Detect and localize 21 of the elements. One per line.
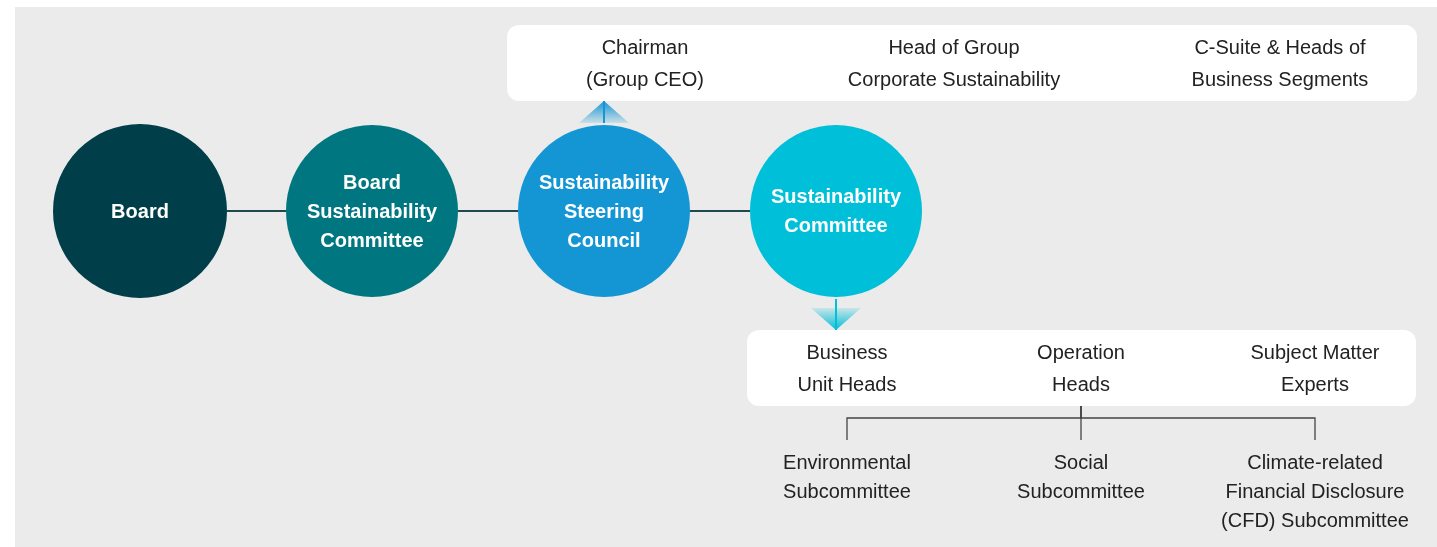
subcommittee-label: Environmental Subcommittee: [747, 448, 947, 506]
circle-label: Board Sustainability Committee: [306, 169, 438, 253]
connector-line: [689, 210, 751, 212]
connector-line: [457, 210, 519, 212]
circle-label: Sustainability Steering Council: [538, 169, 670, 253]
members-panel: [507, 25, 1417, 101]
circle-label: Board: [111, 198, 169, 224]
pointer-arrow: [811, 298, 861, 331]
pointer-arrow: [579, 100, 629, 124]
member-label: C-Suite & Heads of Business Segments: [1190, 35, 1370, 92]
member-label: Business Unit Heads: [796, 340, 898, 397]
subcommittee-label: Climate-related Financial Disclosure (CFD) Subcommittee: [1215, 448, 1415, 535]
bracket-connector: [1080, 405, 1316, 441]
circle-label: Sustainability Committee: [770, 184, 902, 238]
member-label: Operation Heads: [1036, 340, 1126, 397]
members-panel: [747, 330, 1416, 406]
member-label: Head of Group Corporate Sustainability: [846, 35, 1062, 92]
subcommittee-label: Social Subcommittee: [1006, 448, 1156, 506]
member-label: Chairman (Group CEO): [585, 35, 705, 92]
connector-line: [226, 210, 287, 212]
member-label: Subject Matter Experts: [1249, 340, 1381, 397]
